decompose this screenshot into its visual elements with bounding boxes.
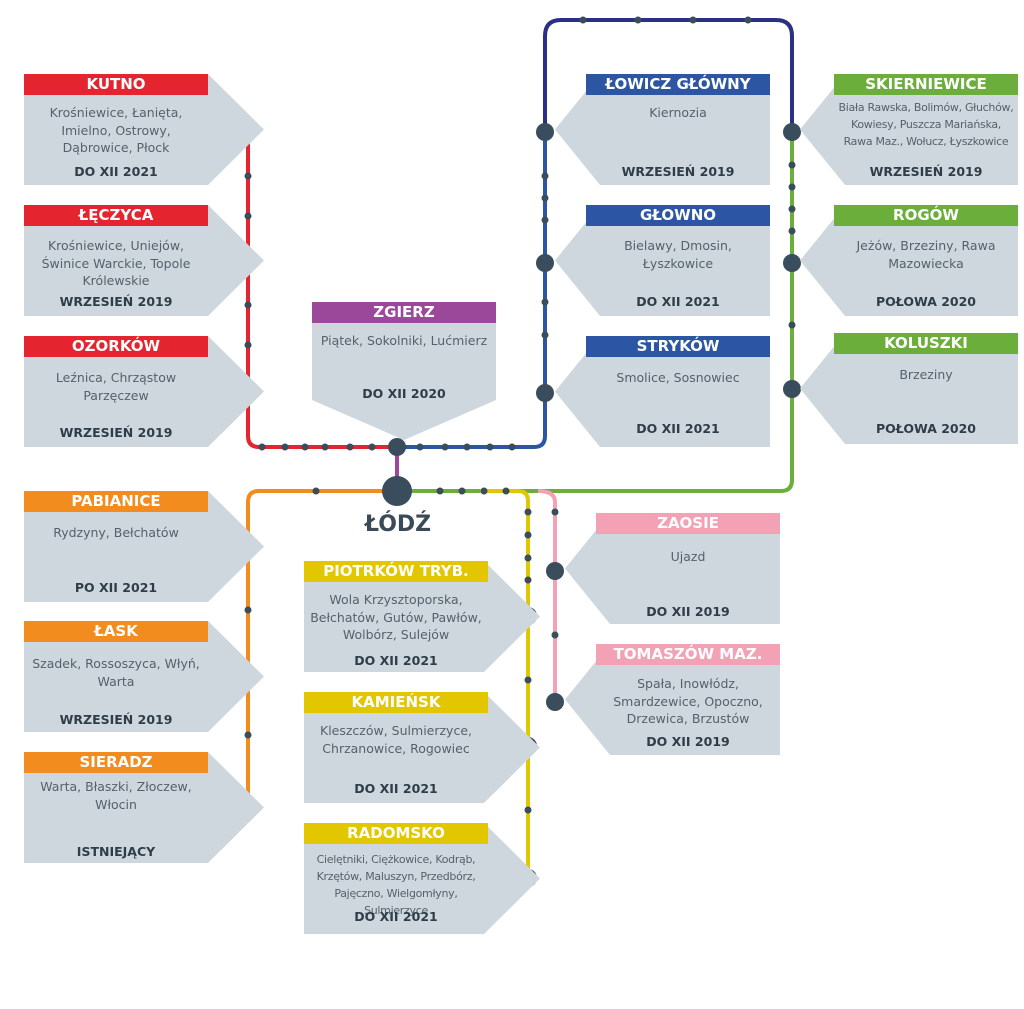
station-card-strykow: STRYKÓW Smolice, Sosnowiec DO XII 2021 (555, 336, 770, 447)
station-status: POŁOWA 2020 (875, 294, 977, 309)
station-places: Ujazd (670, 549, 706, 564)
station-places: Rydzyny, Bełchatów (53, 525, 179, 540)
station-title: KOLUSZKI (834, 333, 1018, 354)
card-shape (555, 205, 770, 316)
station-places: Jeżów, Brzeziny, Rawa Mazowiecka (856, 238, 996, 271)
station-status: DO XII 2021 (74, 164, 158, 179)
station-status: DO XII 2021 (354, 653, 438, 668)
station-status: DO XII 2021 (636, 421, 720, 436)
station-places: Biała Rawska, Bolimów, Głuchów, Kowiesy,… (838, 101, 1014, 148)
station-card-piotrkow: PIOTRKÓW TRYB. Wola Krzysztoporska, Bełch… (304, 561, 540, 672)
station-places: Bielawy, Dmosin, Łyszkowice (624, 238, 732, 271)
station-status: POŁOWA 2020 (875, 421, 977, 436)
pink-line (537, 489, 557, 702)
card-shape (24, 205, 264, 316)
station-status: DO XII 2021 (354, 909, 438, 924)
station-status: ISTNIEJĄCY (76, 844, 156, 859)
station-status: WRZESIEŃ 2019 (869, 164, 983, 179)
station-places: Szadek, Rossoszyca, Włyń, Warta (32, 656, 200, 689)
card-shape (24, 336, 264, 447)
station-title: KAMIEŃSK (304, 692, 488, 713)
intermediate-stops (244, 16, 796, 814)
card-shape (304, 692, 540, 803)
card-shape (304, 823, 540, 934)
station-title: TOMASZÓW MAZ. (596, 644, 780, 665)
hub-label: ŁÓDŹ (364, 512, 432, 537)
yellow-line (480, 489, 530, 878)
station-places: Smolice, Sosnowiec (616, 370, 740, 385)
navy-line (543, 18, 794, 132)
station-title: KUTNO (24, 74, 208, 95)
station-card-pabianice: PABIANICE Rydzyny, Bełchatów PO XII 2021 (24, 491, 264, 602)
card-shape (555, 336, 770, 447)
station-status: DO XII 2021 (354, 781, 438, 796)
orange-line (246, 489, 397, 806)
station-card-kamiensk: KAMIEŃSK Kleszczów, Sulmierzyce, Chrzanow… (304, 692, 540, 803)
station-places: Leźnica, Chrząstow Parzęczew (55, 370, 177, 403)
hub-station (382, 476, 412, 506)
station-places: Krośniewice, Łanięta, Imielno, Ostrowy, … (49, 105, 183, 155)
card-shape (24, 621, 264, 732)
station-places: Kleszczów, Sulmierzyce, Chrzanowice, Rog… (320, 723, 472, 756)
card-shape (555, 74, 770, 185)
station-title: GŁOWNO (586, 205, 770, 226)
station-card-skierniewice: SKIERNIEWICE Biała Rawska, Bolimów, Głuch… (800, 74, 1018, 185)
station-status: DO XII 2019 (646, 734, 730, 749)
station-title: ZAOSIE (596, 513, 780, 534)
station-title: SKIERNIEWICE (834, 74, 1018, 95)
card-shape (24, 491, 264, 602)
blue-line (397, 132, 547, 449)
station-card-zaosie: ZAOSIE Ujazd DO XII 2019 (565, 513, 780, 624)
station-status: DO XII 2020 (362, 386, 446, 401)
station-places: Brzeziny (899, 367, 953, 382)
station-card-radomsko: RADOMSKO Cielętniki, Ciężkowice, Kodrąb, … (304, 823, 540, 934)
station-title: SIERADZ (24, 752, 208, 773)
station-title: ZGIERZ (312, 302, 496, 323)
station-status: WRZESIEŃ 2019 (621, 164, 735, 179)
card-shape (304, 561, 540, 672)
station-title: ŁOWICZ GŁÓWNY (586, 74, 770, 95)
station-status: PO XII 2021 (74, 580, 158, 595)
station-status: DO XII 2021 (636, 294, 720, 309)
card-shape (312, 302, 496, 440)
card-shape (24, 74, 264, 185)
station-status: WRZESIEŃ 2019 (59, 712, 173, 727)
station-card-glowno: GŁOWNO Bielawy, Dmosin, Łyszkowice DO XII … (555, 205, 770, 316)
green-line (397, 132, 794, 493)
station-card-leczyca: ŁĘCZYCA Krośniewice, Uniejów, Świnice War… (24, 205, 264, 316)
station-places: Krośniewice, Uniejów, Świnice Warckie, T… (41, 238, 191, 288)
card-shape (565, 513, 780, 624)
card-shape (800, 74, 1018, 185)
station-places: Wola Krzysztoporska, Bełchatów, Gutów, P… (310, 592, 482, 642)
station-places: Piątek, Sokolniki, Lućmierz (320, 333, 488, 348)
station-title: STRYKÓW (586, 336, 770, 357)
station-card-kutno: KUTNO Krośniewice, Łanięta, Imielno, Ostr… (24, 74, 264, 185)
station-status: DO XII 2019 (646, 604, 730, 619)
station-title: PABIANICE (24, 491, 208, 512)
station-places: Spała, Inowłódz, Smardzewice, Opoczno, D… (613, 676, 763, 726)
card-shape (24, 752, 264, 863)
card-shape (565, 644, 780, 755)
station-places: Warta, Błaszki, Złoczew, Włocin (40, 779, 192, 812)
station-status: WRZESIEŃ 2019 (59, 425, 173, 440)
station-title: ŁASK (24, 621, 208, 642)
card-shape (800, 333, 1018, 444)
station-title: RADOMSKO (304, 823, 488, 844)
station-card-tomaszow: TOMASZÓW MAZ. Spała, Inowłódz, Smardzewic… (565, 644, 780, 755)
station-title: ROGÓW (834, 205, 1018, 226)
station-places: Kiernozia (649, 105, 707, 120)
station-status: WRZESIEŃ 2019 (59, 294, 173, 309)
station-title: OZORKÓW (24, 336, 208, 357)
station-title: PIOTRKÓW TRYB. (304, 561, 488, 582)
station-title: ŁĘCZYCA (24, 205, 208, 226)
card-shape (800, 205, 1018, 316)
station-card-zgierz: ZGIERZ Piątek, Sokolniki, Lućmierz DO XII … (312, 302, 496, 440)
station-places: Cielętniki, Ciężkowice, Kodrąb, Krzętów,… (316, 853, 476, 917)
